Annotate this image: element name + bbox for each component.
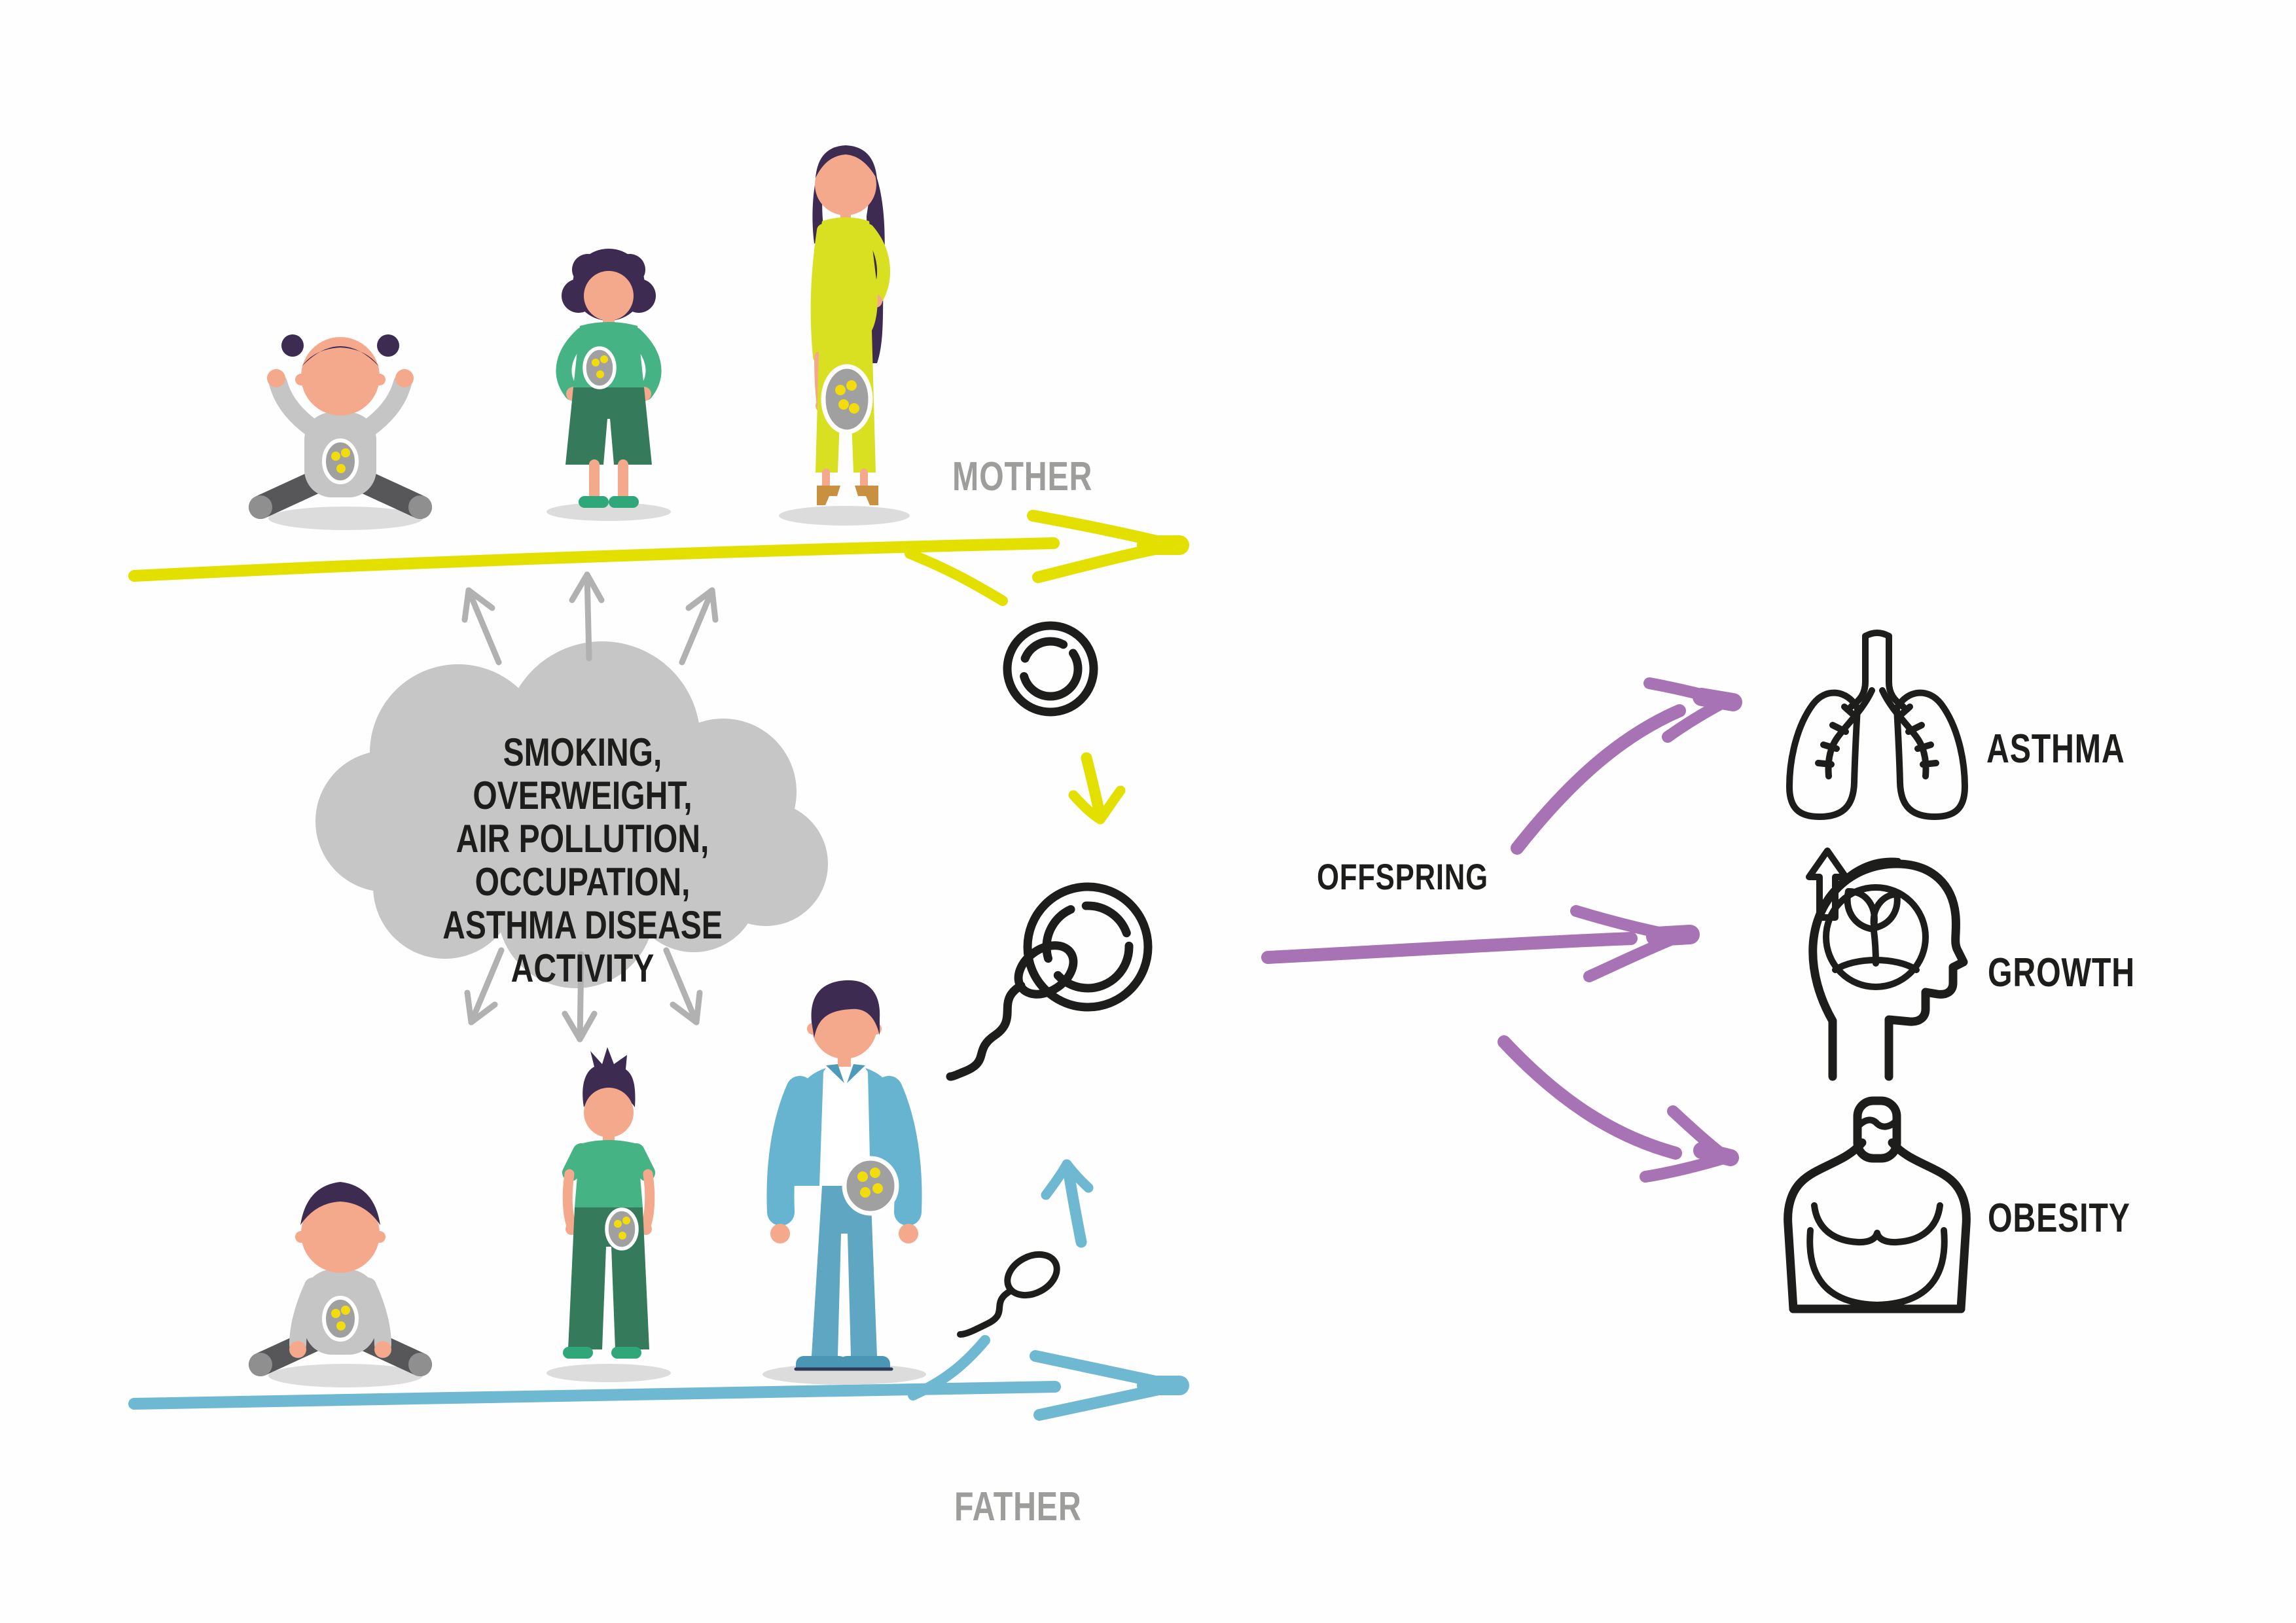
baby-boy-figure [249, 1182, 432, 1387]
exposure-cloud-text: SMOKING, OVERWEIGHT, AIR POLLUTION, OCCU… [399, 731, 766, 990]
head-growth-icon [1806, 847, 1968, 1081]
father-label: FATHER [954, 1484, 1082, 1529]
exposure-line-3: ASTHMA DISEASE ACTIVITY [442, 903, 723, 990]
baby-girl-figure [249, 334, 432, 530]
outcome-label-obesity: OBESITY [1988, 1196, 2130, 1241]
outcome-label-asthma: ASTHMA [1986, 726, 2125, 772]
offspring-arrow-to-growth [1261, 905, 1700, 982]
exposure-line-2: AIR POLLUTION, OCCUPATION, [456, 817, 709, 904]
exposure-cloud [315, 641, 828, 988]
obesity-body-icon [1784, 1096, 1971, 1313]
mother-timeline-arrow [128, 510, 1189, 606]
sperm-icon [957, 1251, 1060, 1338]
exposure-line-1: SMOKING, OVERWEIGHT, [473, 730, 692, 817]
exposure-arrows-up [461, 571, 719, 666]
adult-man-figure [762, 980, 926, 1385]
teen-girl-figure [547, 249, 671, 521]
exposure-arrows-down [464, 947, 703, 1043]
mother-label: MOTHER [952, 454, 1093, 499]
egg-to-embryo-arrow [1068, 752, 1126, 825]
offspring-arrow-to-obesity [1498, 1035, 1739, 1183]
egg-cell-icon [1003, 621, 1098, 717]
offspring-arrow-to-asthma [1511, 677, 1742, 855]
outcome-label-growth: GROWTH [1988, 950, 2135, 995]
father-timeline-arrow [128, 1335, 1189, 1421]
teen-boy-figure [547, 1047, 671, 1382]
sperm-to-embryo-arrow [1041, 1159, 1094, 1248]
lungs-icon [1786, 630, 1968, 820]
fertilized-egg-icon [946, 882, 1153, 1081]
offspring-label: OFFSPRING [1317, 856, 1488, 897]
pregnant-woman-figure [779, 145, 910, 526]
